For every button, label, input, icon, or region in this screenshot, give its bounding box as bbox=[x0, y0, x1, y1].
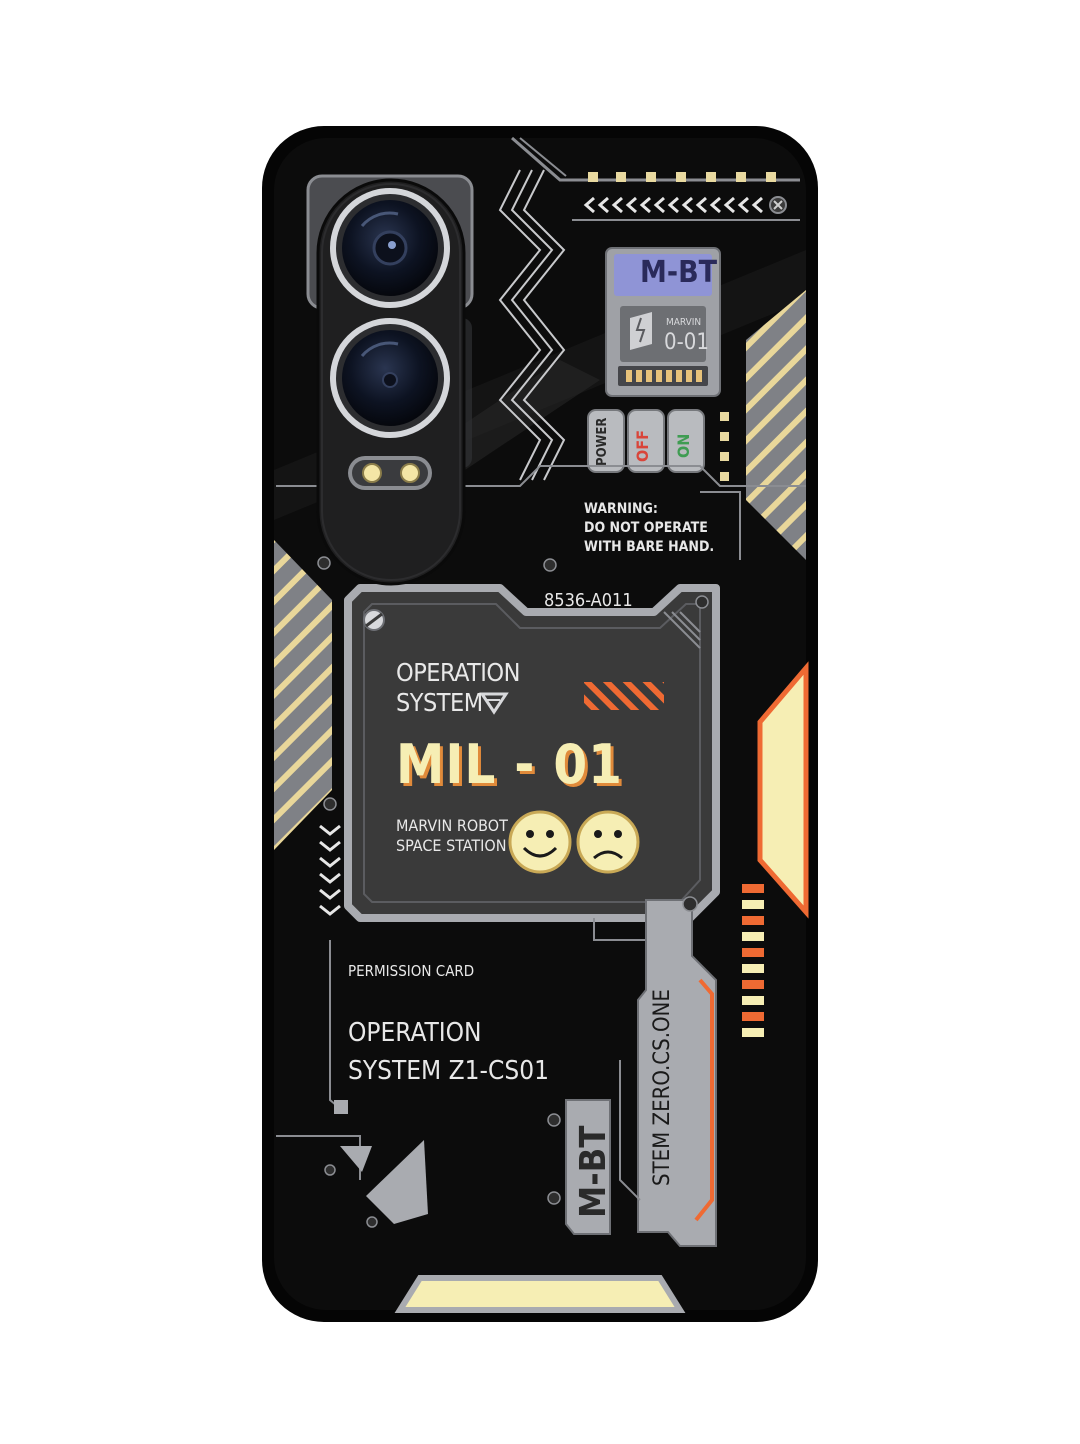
camera-lens-icon bbox=[330, 318, 450, 438]
card-code: 0-01 bbox=[664, 330, 709, 355]
station-line-1: MARVIN ROBOT bbox=[396, 816, 508, 835]
vertical-system-label: STEM ZERO.CS.ONE bbox=[650, 989, 675, 1186]
model-title: MIL - 01 bbox=[396, 733, 623, 796]
permission-card-label: PERMISSION CARD bbox=[348, 962, 475, 980]
os-system-line-2: SYSTEM Z1-CS01 bbox=[348, 1056, 549, 1086]
serial-number: 8536-A011 bbox=[544, 590, 633, 611]
sad-face-icon bbox=[576, 810, 640, 874]
smile-face-icon bbox=[508, 810, 572, 874]
switch-off: OFF bbox=[633, 430, 652, 462]
os-system-line-1: OPERATION bbox=[348, 1018, 482, 1048]
warning-line-2: DO NOT OPERATE bbox=[584, 520, 708, 536]
switch-power: POWER bbox=[595, 417, 610, 466]
vertical-badge-label: M-BT bbox=[573, 1125, 614, 1218]
os-label-2: SYSTEM bbox=[396, 688, 483, 717]
warning-line-3: WITH BARE HAND. bbox=[584, 539, 715, 555]
triangle-logo-icon bbox=[479, 692, 509, 715]
badge-top: M-BT bbox=[640, 255, 718, 290]
camera-lens-icon bbox=[330, 188, 450, 308]
flash-icon bbox=[348, 456, 432, 490]
station-line-2: SPACE STATION bbox=[396, 836, 507, 855]
os-label-1: OPERATION bbox=[396, 658, 520, 687]
warning-line-1: WARNING: bbox=[584, 501, 658, 517]
switch-on: ON bbox=[674, 433, 693, 458]
card-marvin: MARVIN bbox=[666, 317, 702, 328]
